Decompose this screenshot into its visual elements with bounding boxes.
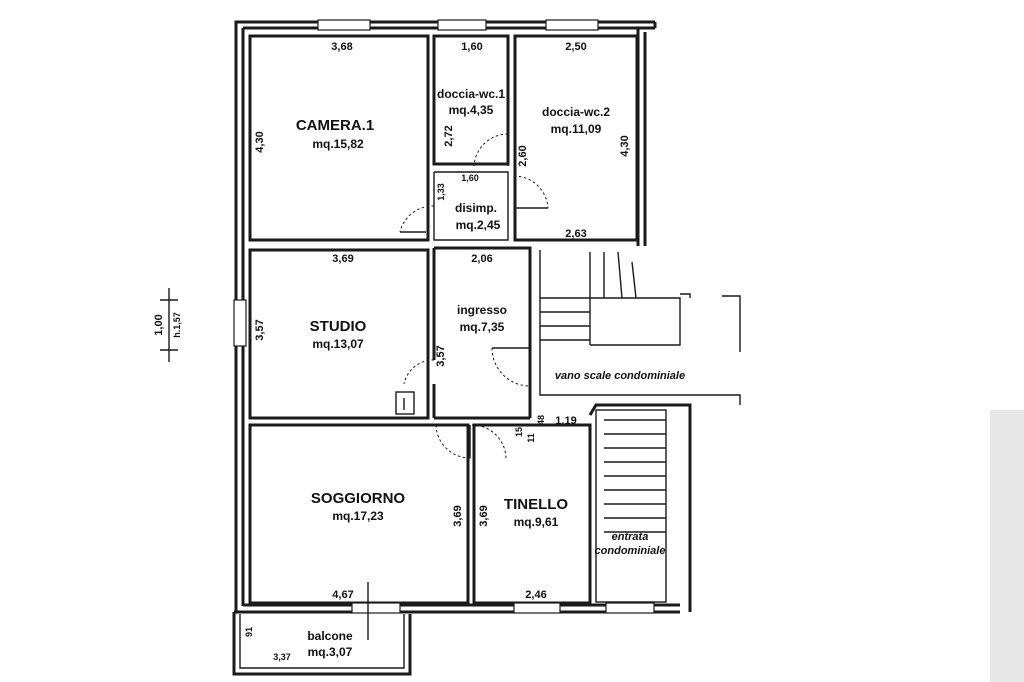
room-doccia2-name: doccia-wc.2 — [542, 105, 610, 119]
dim-window-sill: h.1,57 — [172, 312, 182, 338]
room-disimp-area: mq.2,45 — [456, 218, 501, 232]
vano-scale-label: vano scale condominiale — [555, 370, 685, 382]
entrata-label-1: entrata — [612, 531, 649, 543]
window-height-marker — [160, 288, 178, 362]
dim-studio-w: 3,69 — [332, 253, 353, 265]
dim-soggiorno-bottom: 4,67 — [332, 589, 353, 601]
dim-tinello-bottom: 2,46 — [525, 589, 546, 601]
room-studio-name: STUDIO — [310, 318, 367, 335]
dim-camera-w: 3,68 — [331, 41, 352, 53]
balcone-outline — [232, 582, 412, 676]
dim-disimp-h: 1,33 — [436, 183, 446, 201]
dim-disimp-w: 1,60 — [461, 173, 479, 183]
dim-camera-h: 4,30 — [254, 131, 266, 152]
room-soggiorno-area: mq.17,23 — [332, 509, 384, 523]
room-balcone-name: balcone — [307, 629, 353, 643]
dim-doccia2-h2: 2,60 — [517, 145, 529, 166]
interior-walls — [248, 34, 692, 612]
dim-small-48: 48 — [536, 415, 546, 425]
room-soggiorno-name: SOGGIORNO — [311, 490, 406, 507]
room-doccia1-area: mq.4,35 — [449, 103, 494, 117]
dim-soggiorno-h: 3,69 — [452, 505, 464, 526]
dim-doccia2-w: 2,50 — [565, 41, 586, 53]
dim-tinello-h: 3,69 — [478, 505, 490, 526]
window-camera — [317, 19, 371, 31]
windows — [233, 19, 655, 614]
window-doccia1 — [437, 19, 487, 31]
window-studio — [233, 299, 247, 347]
window-tinello — [513, 602, 561, 614]
window-soggiorno — [351, 602, 401, 614]
dim-doccia2-bottom: 2,63 — [565, 228, 586, 240]
dim-ingresso-w: 2,06 — [471, 253, 492, 265]
window-entrata — [605, 602, 655, 614]
dim-small-15: 15 — [514, 427, 524, 437]
room-studio-area: mq.13,07 — [312, 337, 364, 351]
room-ingresso-name: ingresso — [457, 303, 507, 317]
room-balcone-area: mq.3,07 — [308, 645, 353, 659]
room-disimp-name: disimp. — [455, 201, 497, 215]
room-camera-area: mq.15,82 — [312, 137, 364, 151]
dim-tinello-top: 1,19 — [555, 415, 576, 427]
room-tinello-name: TINELLO — [504, 496, 568, 513]
dim-doccia1-w: 1,60 — [461, 41, 482, 53]
stairs — [539, 250, 741, 533]
room-doccia1-name: doccia-wc.1 — [437, 87, 505, 101]
window-doccia2 — [545, 19, 599, 31]
room-camera-name: CAMERA.1 — [296, 117, 374, 134]
room-tinello-area: mq.9,61 — [514, 515, 559, 529]
dim-doccia1-h: 2,72 — [443, 125, 455, 146]
room-ingresso-area: mq.7,35 — [460, 320, 505, 334]
dim-balcone-h: 91 — [244, 627, 254, 637]
dim-doccia2-h: 4,30 — [619, 135, 631, 156]
dim-balcone-w: 3,37 — [273, 652, 291, 662]
doors — [395, 133, 549, 459]
scan-shadow — [990, 410, 1024, 682]
dim-small-11: 11 — [526, 433, 536, 443]
room-doccia2-area: mq.11,09 — [551, 122, 602, 136]
dim-window-h: 1,00 — [153, 314, 165, 335]
dim-ingresso-h: 3,57 — [435, 345, 447, 366]
entrata-label-2: condominiale — [595, 545, 666, 557]
dim-studio-h: 3,57 — [254, 319, 266, 340]
